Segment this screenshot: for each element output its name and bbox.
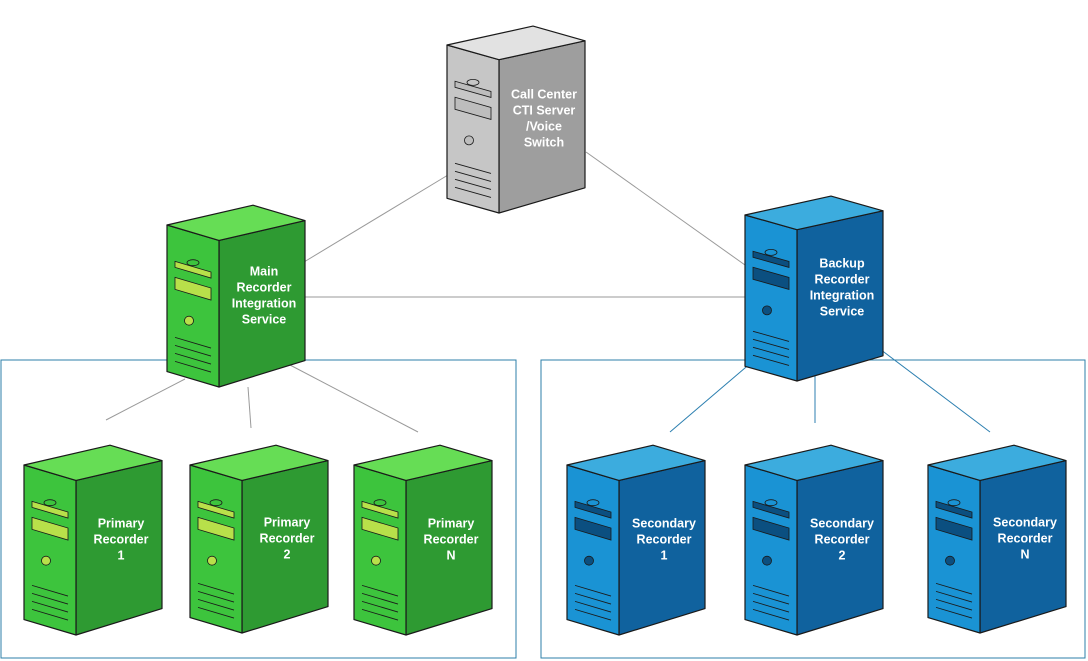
edge-cti-backup [585, 151, 746, 266]
node-label-line: Switch [524, 136, 564, 150]
edge-cti-main [303, 174, 449, 263]
node-label-line: 1 [118, 548, 125, 562]
node-label-line: Service [820, 305, 865, 319]
server-tower-icon [744, 195, 884, 382]
node-label-line: CTI Server [513, 104, 576, 118]
front-panel [752, 499, 790, 621]
node-label-line: Secondary [632, 516, 696, 530]
node-label-line: /Voice [526, 120, 562, 134]
server-tower-icon [446, 25, 586, 214]
front-panel [31, 499, 69, 621]
front-panel [174, 259, 212, 373]
edge-backup-s1 [669, 361, 753, 433]
node-label-line: Primary [428, 516, 475, 530]
edges-layer [105, 151, 991, 433]
node-label-line: Recorder [237, 280, 292, 294]
server-tower-icon [566, 444, 706, 636]
node-label-line: Service [242, 312, 287, 326]
node-label-line: Recorder [424, 532, 479, 546]
node-label-line: Integration [810, 289, 875, 303]
front-panel [197, 499, 235, 619]
server-tower-icon [166, 204, 306, 388]
front-panel [574, 499, 612, 621]
node-label-line: 2 [284, 547, 291, 561]
server-tower-icon [744, 444, 884, 636]
node-label-line: Backup [819, 257, 865, 271]
edge-main-pn [289, 364, 419, 433]
node-label-line: 1 [661, 548, 668, 562]
node-label-line: N [1020, 547, 1029, 561]
front-panel [454, 78, 492, 198]
node-label-line: Recorder [998, 531, 1053, 545]
front-panel [935, 499, 973, 619]
node-label-line: Integration [232, 296, 297, 310]
server-tower-icon [353, 444, 493, 636]
edge-main-p2 [247, 386, 252, 429]
groups-layer [0, 359, 1086, 659]
edge-backup-sn [867, 339, 991, 433]
node-label-line: Recorder [260, 531, 315, 545]
edge-main-p1 [105, 378, 186, 421]
node-label-line: Main [250, 264, 278, 278]
node-label-line: N [446, 548, 455, 562]
node-label-line: Recorder [637, 532, 692, 546]
node-label-line: Primary [98, 516, 145, 530]
server-tower-icon [23, 444, 163, 636]
node-label-line: Secondary [810, 516, 874, 530]
node-label-line: Recorder [815, 273, 870, 287]
node-label-line: Recorder [94, 532, 149, 546]
node-label-line: Recorder [815, 532, 870, 546]
node-label-line: Primary [264, 515, 311, 529]
node-label-line: Call Center [511, 88, 577, 102]
server-tower-icon [927, 444, 1067, 634]
node-label-line: Secondary [993, 515, 1057, 529]
server-tower-icon [189, 444, 329, 634]
front-panel [361, 499, 399, 621]
node-label-line: 2 [839, 548, 846, 562]
front-panel [752, 248, 790, 366]
